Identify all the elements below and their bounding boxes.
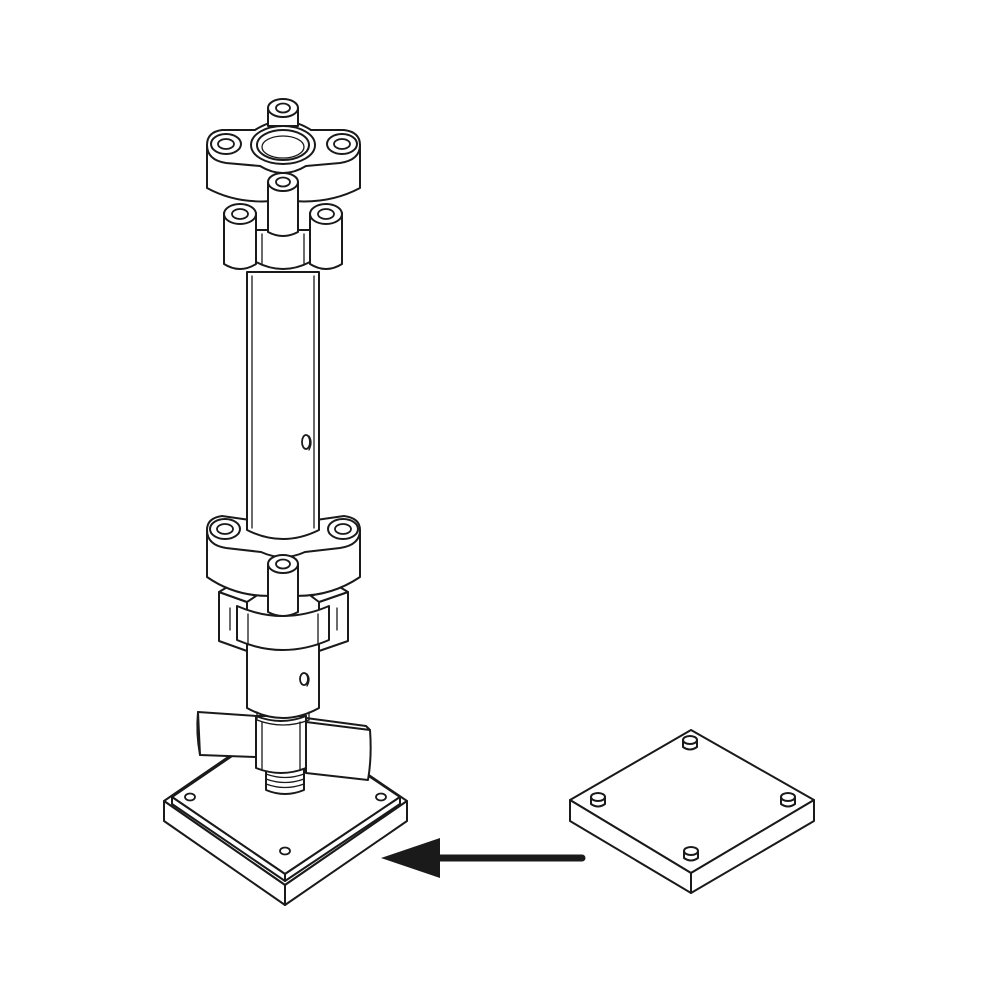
locating-pin — [780, 792, 796, 808]
loose-base-plate — [569, 729, 815, 894]
locating-pin — [683, 846, 699, 862]
upper-hub — [206, 98, 361, 270]
main-tube — [246, 271, 320, 540]
tube-hole — [301, 434, 311, 450]
plate-hole — [184, 792, 196, 802]
set-screw-hole — [299, 672, 309, 686]
plate-hole — [279, 846, 291, 856]
lower-clamp-block — [218, 585, 349, 652]
lower-sleeve — [246, 640, 320, 726]
wing-nut — [196, 711, 372, 781]
locating-pin — [682, 735, 698, 751]
arrow-left-icon — [381, 838, 586, 878]
plate-hole — [375, 792, 387, 802]
locating-pin — [590, 792, 606, 808]
lower-hub — [206, 515, 361, 617]
